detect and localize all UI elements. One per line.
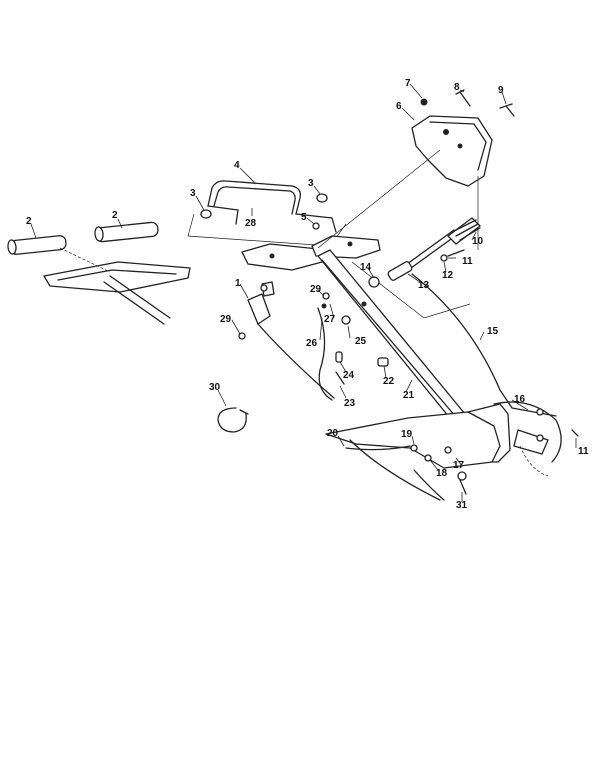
callout-31: 31: [456, 500, 468, 511]
callout-25: 25: [355, 336, 367, 347]
callout-18: 18: [436, 468, 448, 479]
control-rod: [411, 273, 557, 417]
callout-12: 12: [442, 270, 454, 281]
callout-10: 10: [472, 236, 484, 247]
callout-9: 9: [498, 85, 504, 96]
callout-2-right: 2: [112, 210, 118, 221]
callout-1: 1: [235, 278, 241, 289]
callout-7: 7: [405, 78, 411, 89]
callout-21: 21: [403, 390, 415, 401]
lower-handle-assembly: [43, 247, 191, 325]
callout-23: 23: [344, 398, 356, 409]
latch-bracket: [247, 281, 335, 399]
callout-15: 15: [487, 326, 499, 337]
callout-29-left: 29: [220, 314, 232, 325]
callout-29-upper: 29: [310, 284, 322, 295]
callout-4: 4: [234, 160, 240, 171]
guide-line-upper: [317, 149, 441, 249]
callout-20: 20: [327, 428, 339, 439]
callout-3-left: 3: [190, 188, 196, 199]
callout-27: 27: [324, 314, 336, 325]
control-lever: [387, 217, 481, 281]
deck-plate: [325, 403, 511, 501]
callout-16: 16: [514, 394, 526, 405]
engine-shroud: [411, 115, 493, 187]
control-cable: [317, 307, 333, 401]
callout-3-right: 3: [308, 178, 314, 189]
retaining-ring: [217, 407, 247, 433]
callout-13: 13: [418, 280, 430, 291]
callout-14: 14: [360, 262, 372, 273]
callout-8: 8: [454, 82, 460, 93]
hardware-set: [200, 89, 579, 495]
callout-26: 26: [306, 338, 318, 349]
grip-right: [94, 221, 159, 243]
callout-11-upper: 11: [462, 256, 473, 267]
callout-11-lower: 11: [578, 446, 589, 457]
callout-22: 22: [383, 376, 395, 387]
callout-2-left: 2: [26, 216, 32, 227]
upper-handle: [187, 180, 347, 247]
wheel-hub: [493, 401, 562, 477]
callout-19: 19: [401, 429, 413, 440]
callout-17: 17: [453, 460, 465, 471]
callout-28: 28: [245, 218, 257, 229]
callout-5: 5: [301, 212, 307, 223]
callout-24: 24: [343, 370, 355, 381]
leader-lines: [30, 83, 577, 502]
callout-30: 30: [209, 382, 221, 393]
callout-6: 6: [396, 101, 402, 112]
callout-labels: 1 2 2 3 3 4 5 6 7 8 9 10 11 11 12 13 14 …: [26, 78, 589, 511]
grip-left: [7, 235, 67, 255]
